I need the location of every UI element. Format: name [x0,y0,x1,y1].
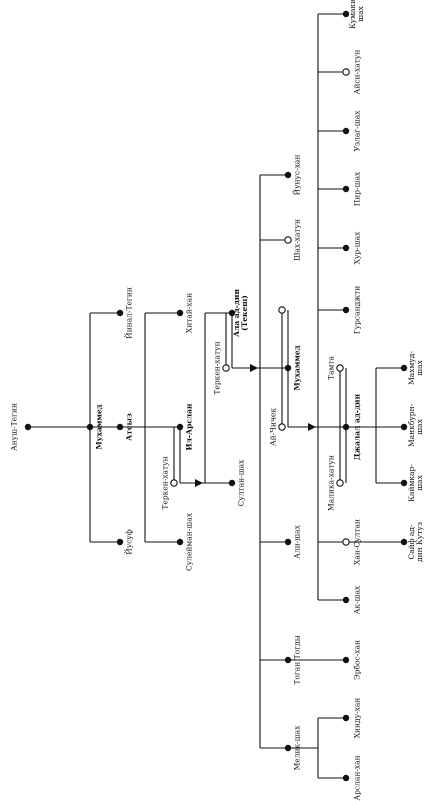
node-shah-khatun [284,236,292,244]
node-khitay [176,309,184,317]
label-muhammad1: Мухаммед [94,404,104,450]
label-yusuf: Йусуф [124,529,134,555]
node-khan-sultan [342,538,350,546]
node-kaimkar [400,479,408,487]
label-makhmud: Махмуд-шах [406,351,424,385]
node-melik [284,744,292,752]
node-pir [342,185,350,193]
node-yinal [116,309,124,317]
node-suleyman [176,538,184,546]
label-kumaki: Кумаки-шах [347,0,365,29]
label-togan: Тоган Тогды [292,635,302,685]
node-atsyz [116,423,124,431]
label-uzlag: Узлаг-шах [352,110,362,152]
label-khitay: Хитай-хан [184,292,194,334]
label-khindu: Хинду-хан [352,697,362,739]
label-erbos: Эрбос-хан [352,639,362,681]
label-sayf: Сайф ад-дин Кутуз [406,522,424,562]
node-il-arslan [176,423,184,431]
node-yunus [284,171,292,179]
node-kumaki [342,10,350,18]
label-malika: Малика-хатун [326,455,336,511]
node-tergen1 [170,479,178,487]
label-aysi: Айси-хатун [352,49,362,95]
node-sayf [400,538,408,546]
label-tamta: Тамта [326,356,336,380]
node-ak-shah [342,596,350,604]
node-khur [342,244,350,252]
node-jalal [342,423,350,431]
node-ali-shah [284,538,292,546]
node-gursandzhti [342,306,350,314]
label-ala-ad-din: Ала ад-дин (Текеш) [231,289,249,337]
node-erbos [342,656,350,664]
label-mankburn: Манкбурн-шах [406,403,424,447]
label-suleyman: Сулейман-шах [184,513,194,571]
node-makhmud [400,364,408,372]
node-aysi [342,68,350,76]
label-yinal: Йинал-Тегин [124,287,134,339]
label-tergen2: Теркен-хатун [212,341,222,395]
node-sultan-shah [228,479,236,487]
node-tamta [336,364,344,372]
label-melik: Мелик-шах [292,725,302,771]
node-muhammad1 [86,423,94,431]
label-ali-shah: Али-шах [292,525,302,559]
label-tergen1: Теркен-хатун [160,456,170,510]
node-ala-ad-din [228,309,236,317]
node-anush [24,423,32,431]
label-ak-shah: Ак-шах [352,585,362,615]
node-ay-chichek-top [278,306,286,314]
node-muhammad2 [284,364,292,372]
label-ay-chichek: Ай-Чичек [268,407,278,447]
node-uzlag [342,127,350,135]
label-muhammad2: Мухаммед [292,345,302,391]
label-anush: Ануш-Тегин [9,403,19,451]
label-arslan: Арслан-хан [352,755,362,801]
node-tergen2 [222,364,230,372]
node-yusuf [116,538,124,546]
node-mankburn [400,423,408,431]
node-ay-chichek [278,423,286,431]
label-sultan-shah: Султан-шах [236,459,246,507]
label-shah-khatun: Шах-хатун [292,218,302,262]
label-il-arslan: Ил-Арслан [184,403,194,451]
label-pir: Пир-шах [352,171,362,207]
label-kaimkar: Каймкар-шах [406,464,424,502]
label-khur: Хур-шах [352,231,362,265]
label-khan-sultan: Хан-Султан [352,519,362,565]
node-malika [336,479,344,487]
label-jalal: Джалал ад-дин [352,393,362,461]
label-atsyz: Атсыз [124,413,134,441]
node-arslan [342,774,350,782]
node-togan [284,656,292,664]
label-gursandzhti: Гурсанджти [352,285,362,335]
node-khindu [342,714,350,722]
label-yunus: Йунус-хан [292,154,302,196]
